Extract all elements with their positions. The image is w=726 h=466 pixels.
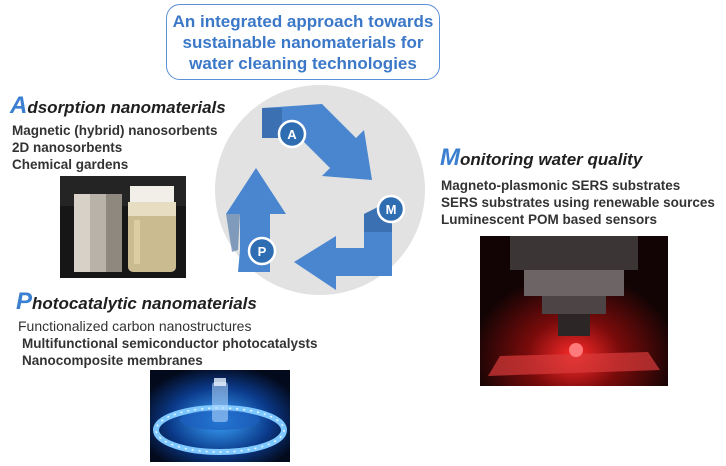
photocatalytic-initial: P — [16, 288, 33, 315]
arrow-photocatalytic-to-adsorption — [226, 168, 286, 272]
badge-p: P — [247, 236, 277, 266]
photocatalytic-heading: Photocatalytic nanomaterials — [16, 288, 257, 316]
badge-a: A — [277, 119, 307, 149]
title-line-1: An integrated approach towards — [172, 11, 434, 31]
photocatalytic-item-1: Functionalized carbon nanostructures — [18, 318, 252, 334]
monitoring-heading-rest: onitoring water quality — [460, 150, 643, 169]
svg-text:M: M — [386, 202, 397, 217]
svg-text:P: P — [258, 244, 267, 259]
adsorption-photo — [60, 176, 186, 278]
photocatalytic-photo — [150, 370, 290, 462]
adsorption-initial: A — [10, 92, 28, 119]
title-box: An integrated approach towards sustainab… — [166, 4, 440, 80]
adsorption-item-3: Chemical gardens — [12, 157, 129, 172]
svg-text:A: A — [287, 127, 297, 142]
monitoring-initial: M — [440, 144, 460, 171]
badge-m: M — [376, 194, 406, 224]
photocatalytic-heading-rest: hotocatalytic nanomaterials — [32, 294, 257, 313]
adsorption-heading-rest: dsorption nanomaterials — [27, 98, 226, 117]
monitoring-photo — [480, 236, 668, 386]
monitoring-item-2: SERS substrates using renewable sources — [441, 195, 715, 210]
monitoring-item-3: Luminescent POM based sensors — [441, 212, 658, 227]
adsorption-item-1: Magnetic (hybrid) nanosorbents — [12, 123, 218, 138]
photocatalytic-item-2: Multifunctional semiconductor photocatal… — [22, 336, 318, 351]
adsorption-heading: Adsorption nanomaterials — [10, 92, 226, 120]
adsorption-item-2: 2D nanosorbents — [12, 140, 123, 155]
monitoring-heading: Monitoring water quality — [440, 144, 642, 172]
title-line-2: sustainable nanomaterials for — [182, 32, 424, 52]
photocatalytic-item-3: Nanocomposite membranes — [22, 353, 203, 368]
monitoring-item-1: Magneto-plasmonic SERS substrates — [441, 178, 681, 193]
title-line-3: water cleaning technologies — [189, 53, 417, 73]
